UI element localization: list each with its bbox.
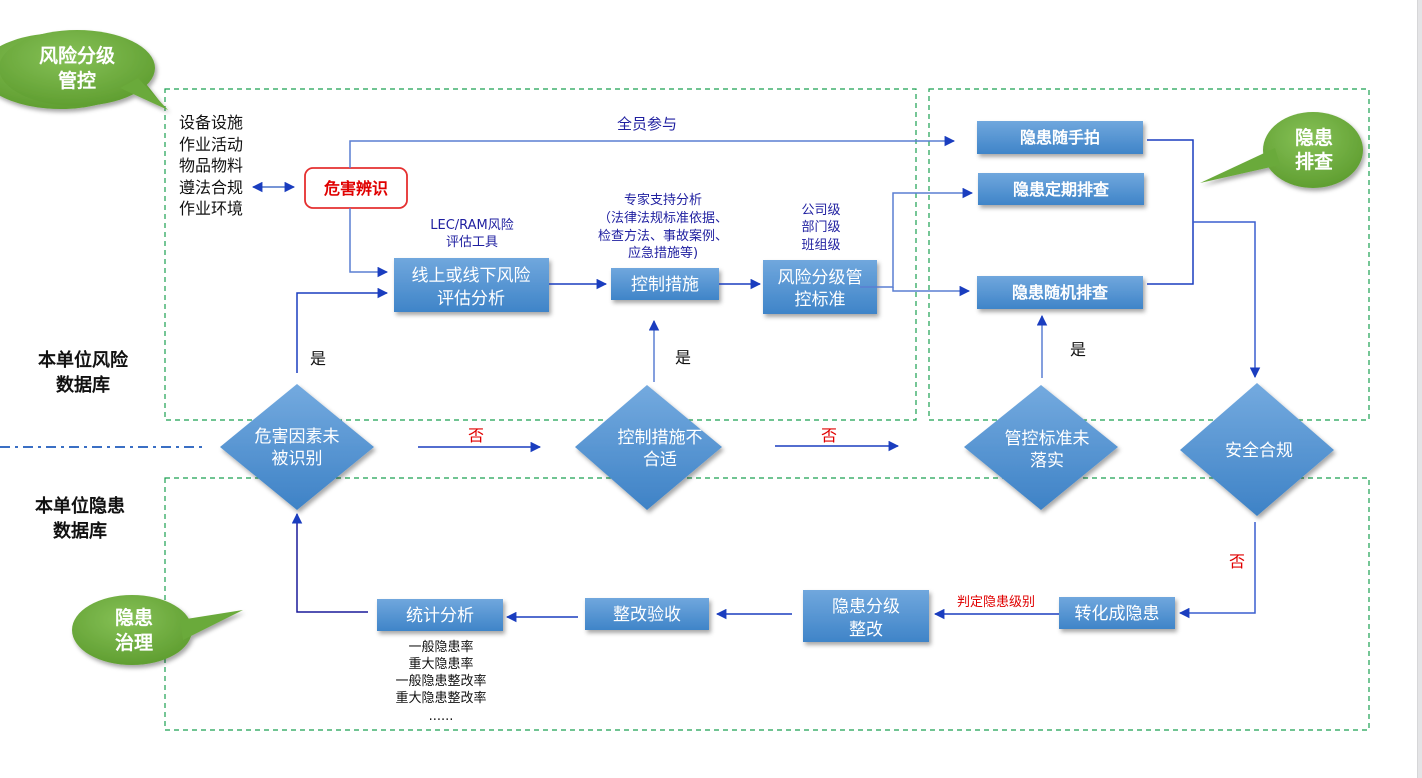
standard-to-periodic-connector bbox=[860, 187, 974, 288]
hazard-identification-label: 危害辨识 bbox=[324, 179, 388, 198]
level-note-line3: 班组级 bbox=[801, 238, 840, 253]
assessment-label-line1: 线上或线下风险 bbox=[412, 266, 531, 286]
level-note-line2: 部门级 bbox=[801, 220, 840, 235]
scrollbar-track[interactable] bbox=[1417, 0, 1422, 778]
decision-compliant[interactable] bbox=[1180, 383, 1334, 516]
tool-note-line2: 评估工具 bbox=[446, 235, 498, 250]
periodic-check-box[interactable] bbox=[978, 173, 1144, 205]
govern-region-frame bbox=[164, 477, 1370, 731]
no-label-1: 否 bbox=[468, 426, 484, 445]
expert-note-line3: 检查方法、事故案例、 bbox=[598, 228, 728, 244]
all-staff-label: 全员参与 bbox=[617, 115, 677, 133]
yes-label-1: 是 bbox=[310, 349, 326, 368]
no-label-3: 否 bbox=[1229, 552, 1245, 571]
bubble-risk-control-line2: 管控 bbox=[58, 69, 96, 92]
convert-label: 转化成隐患 bbox=[1075, 604, 1160, 624]
sources-list: 设备设施 作业活动 物品物料 遵法合规 作业环境 bbox=[179, 113, 243, 218]
bubble-hazard-check-line1: 隐患 bbox=[1295, 126, 1333, 149]
assessment-label-line2: 评估分析 bbox=[437, 289, 505, 309]
grading-standard-box[interactable] bbox=[763, 260, 877, 314]
tool-note-line1: LEC/RAM风险 bbox=[430, 218, 514, 233]
decision-unsuitable-line2: 合适 bbox=[643, 450, 677, 470]
risk-db-label-line1: 本单位风险 bbox=[38, 349, 129, 371]
stats-item: 一般隐患率 bbox=[408, 639, 473, 655]
decision-unsuitable-line1: 控制措施不 bbox=[618, 428, 703, 448]
bubble-hazard-check-line2: 排查 bbox=[1295, 150, 1334, 173]
source-item: 遵法合规 bbox=[179, 178, 243, 197]
bubble-hazard-govern-line1: 隐患 bbox=[115, 606, 153, 629]
decision-unidentified[interactable] bbox=[220, 384, 374, 510]
expert-note-line4: 应急措施等) bbox=[628, 245, 698, 261]
check-merge-bracket bbox=[1147, 139, 1194, 285]
decision-unsuitable[interactable] bbox=[575, 385, 722, 510]
rectify-box[interactable] bbox=[803, 590, 929, 642]
grade-note: 判定隐患级别 bbox=[957, 595, 1035, 610]
grading-standard-label-line1: 风险分级管 bbox=[778, 268, 863, 288]
acceptance-box[interactable] bbox=[585, 598, 709, 630]
yes-label-3: 是 bbox=[1070, 340, 1086, 359]
random-check-label: 隐患随机排查 bbox=[1012, 283, 1108, 302]
level-note-line1: 公司级 bbox=[801, 203, 840, 218]
random-check-box[interactable] bbox=[977, 276, 1143, 309]
no-label-2: 否 bbox=[821, 426, 837, 445]
bubble-risk-control bbox=[0, 30, 168, 110]
hazard-identification-box[interactable] bbox=[304, 167, 408, 209]
source-item: 设备设施 bbox=[179, 113, 243, 132]
decision-compliant-label: 安全合规 bbox=[1225, 441, 1293, 461]
statistics-label: 统计分析 bbox=[406, 606, 474, 626]
snapshot-box[interactable] bbox=[977, 121, 1143, 154]
hazard-db-label-line2: 数据库 bbox=[53, 520, 107, 542]
rectify-label-line2: 整改 bbox=[849, 620, 883, 640]
expert-note-line2: （法律法规标准依据、 bbox=[598, 211, 728, 226]
decision-not-implemented-line2: 落实 bbox=[1030, 451, 1064, 471]
stats-item: 重大隐患率 bbox=[408, 656, 473, 672]
check-region-frame bbox=[928, 88, 1370, 421]
decision-not-implemented[interactable] bbox=[964, 385, 1118, 510]
yes-label-2: 是 bbox=[675, 348, 691, 367]
decision-not-implemented-line1: 管控标准未 bbox=[1005, 429, 1090, 449]
standard-to-random-connector bbox=[892, 285, 971, 297]
source-item: 作业活动 bbox=[179, 135, 243, 154]
bubble-hazard-check bbox=[1200, 112, 1363, 188]
risk-region-frame bbox=[164, 88, 917, 421]
acceptance-label: 整改验收 bbox=[613, 605, 681, 625]
rectify-label-line1: 隐患分级 bbox=[832, 597, 900, 617]
source-item: 作业环境 bbox=[179, 199, 243, 218]
hazard-to-assessment-connector bbox=[349, 208, 389, 278]
decision-unidentified-line2: 被识别 bbox=[272, 449, 323, 469]
decision-unidentified-line1: 危害因素未 bbox=[255, 427, 340, 447]
source-item: 物品物料 bbox=[179, 156, 243, 175]
periodic-check-label: 隐患定期排查 bbox=[1013, 180, 1109, 199]
bubble-hazard-govern bbox=[72, 595, 243, 665]
hazard-db-label-line1: 本单位隐患 bbox=[35, 495, 125, 517]
stats-item: 重大隐患整改率 bbox=[395, 690, 486, 706]
merge-to-compliant-connector bbox=[1193, 221, 1261, 379]
risk-db-label-line2: 数据库 bbox=[56, 374, 110, 396]
statistics-to-decision-connector bbox=[291, 512, 368, 613]
expert-note-line1: 专家支持分析 bbox=[624, 192, 702, 208]
yes-connector-1 bbox=[296, 287, 389, 373]
bubble-hazard-govern-line2: 治理 bbox=[115, 631, 153, 654]
all-staff-connector bbox=[349, 135, 956, 168]
stats-item: ...... bbox=[429, 709, 454, 724]
compliant-to-convert-connector bbox=[1178, 522, 1256, 619]
grading-standard-label-line2: 控标准 bbox=[795, 290, 846, 310]
stats-list: 一般隐患率 重大隐患率 一般隐患整改率 重大隐患整改率 ...... bbox=[395, 639, 486, 724]
statistics-box[interactable] bbox=[377, 599, 503, 631]
snapshot-label: 隐患随手拍 bbox=[1020, 128, 1100, 147]
stats-item: 一般隐患整改率 bbox=[395, 673, 486, 689]
control-measures-label: 控制措施 bbox=[631, 275, 699, 295]
bubble-risk-control-line1: 风险分级 bbox=[39, 44, 115, 67]
convert-box[interactable] bbox=[1059, 597, 1175, 629]
assessment-box[interactable] bbox=[394, 258, 549, 312]
control-measures-box[interactable] bbox=[611, 268, 719, 300]
